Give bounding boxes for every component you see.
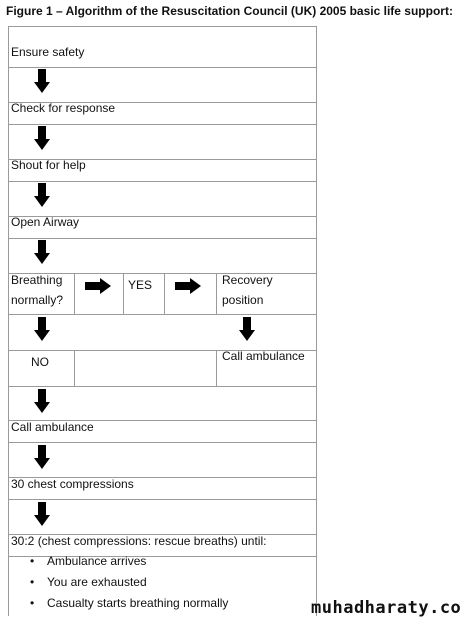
arrow-down-icon [34, 317, 50, 341]
arrow-down-icon [34, 183, 50, 207]
row-divider [8, 273, 316, 274]
column-divider [216, 273, 217, 314]
column-divider [164, 273, 165, 314]
condition-item: Casualty starts breathing normally [47, 596, 229, 610]
column-divider [216, 350, 217, 386]
row-divider [8, 420, 316, 421]
step-recovery-line1: Recovery [222, 273, 273, 287]
watermark: muhadharaty.com [311, 598, 461, 618]
step-recovery-line2: position [222, 293, 264, 307]
row-divider [8, 181, 316, 182]
row-divider [8, 499, 316, 500]
step-breathing-line1: Breathing [11, 273, 63, 287]
row-divider [8, 534, 316, 535]
arrow-down-icon [34, 389, 50, 413]
row-divider [8, 102, 316, 103]
column-divider [123, 273, 124, 314]
arrow-down-icon [239, 317, 255, 341]
step-cpr-ratio: 30:2 (chest compressions: rescue breaths… [11, 534, 267, 548]
step-yes: YES [128, 278, 153, 292]
row-divider [8, 556, 316, 557]
figure-title: Figure 1 – Algorithm of the Resuscitatio… [6, 4, 453, 18]
arrow-down-icon [34, 502, 50, 526]
bullet-icon: • [30, 575, 35, 589]
row-divider [8, 314, 316, 315]
row-divider [8, 124, 316, 125]
row-divider [8, 350, 316, 351]
step-check-response: Check for response [11, 101, 116, 115]
arrow-down-icon [34, 240, 50, 264]
step-no: NO [31, 355, 49, 369]
step-ensure-safety: Ensure safety [11, 45, 85, 59]
condition-item: You are exhausted [47, 575, 147, 589]
arrow-down-icon [34, 445, 50, 469]
algorithm-table [8, 26, 317, 616]
step-shout-help: Shout for help [11, 158, 86, 172]
bullet-icon: • [30, 596, 35, 610]
row-divider [8, 386, 316, 387]
bullet-icon: • [30, 554, 35, 568]
step-call-ambulance: Call ambulance [11, 420, 94, 434]
step-open-airway: Open Airway [11, 215, 80, 229]
row-divider [8, 26, 316, 27]
row-divider [8, 216, 316, 217]
row-divider [8, 442, 316, 443]
step-breathing-line2: normally? [11, 293, 64, 307]
arrow-down-icon [34, 69, 50, 93]
row-divider [8, 238, 316, 239]
row-divider [8, 159, 316, 160]
row-divider [8, 67, 316, 68]
column-divider [74, 350, 75, 386]
row-divider [8, 477, 316, 478]
step-call-ambulance-right: Call ambulance [222, 349, 305, 363]
condition-item: Ambulance arrives [47, 554, 147, 568]
arrow-right-icon [85, 278, 111, 294]
step-chest-compressions: 30 chest compressions [11, 477, 134, 491]
arrow-right-icon [175, 278, 201, 294]
column-divider [74, 273, 75, 314]
arrow-down-icon [34, 126, 50, 150]
